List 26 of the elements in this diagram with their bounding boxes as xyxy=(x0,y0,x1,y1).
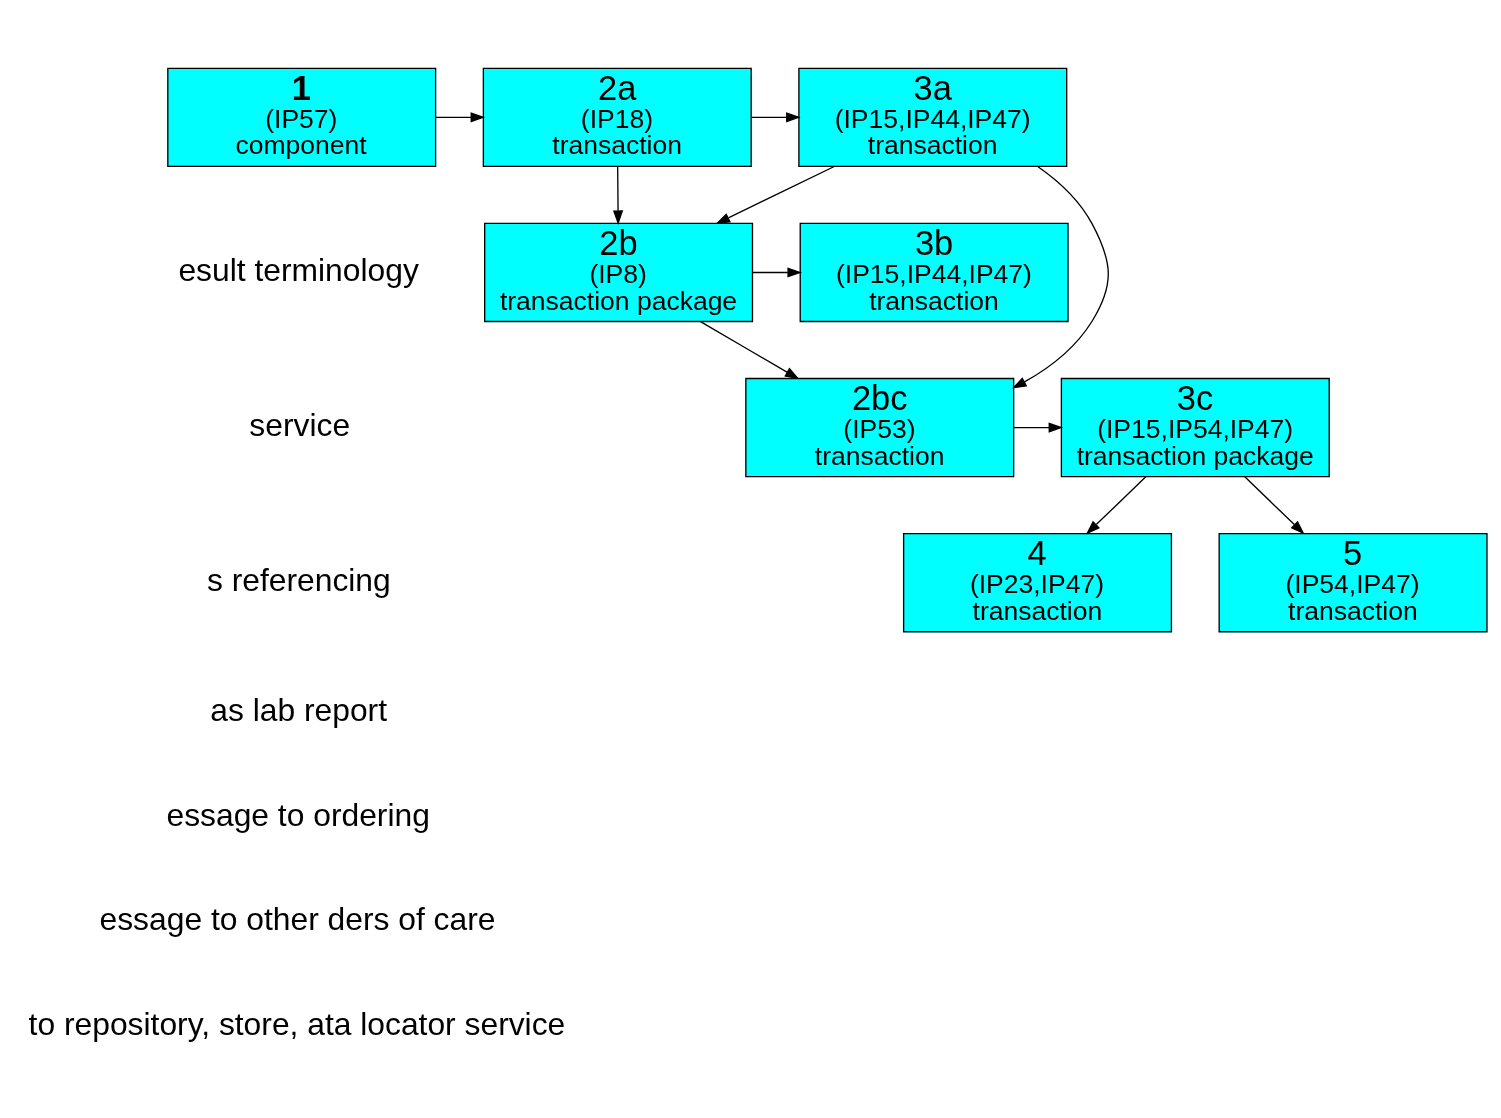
label: service xyxy=(249,406,351,443)
node-box: 2bc (IP53) transaction xyxy=(745,377,1015,477)
label: esult terminology xyxy=(178,251,419,288)
label: essage to ordering xyxy=(166,796,430,833)
arrow xyxy=(1013,421,1064,433)
node-box: 3b (IP15,IP44,IP47) transaction xyxy=(799,222,1069,322)
arrow xyxy=(1244,475,1305,535)
arrow xyxy=(752,266,802,278)
label: as lab report xyxy=(210,691,387,728)
arrow xyxy=(612,165,624,225)
node-box: 3a (IP15,IP44,IP47) transaction xyxy=(798,67,1068,167)
arrow xyxy=(750,111,801,122)
label: s referencing xyxy=(206,561,391,598)
arrow xyxy=(435,111,486,122)
node-box: 4 (IP23,IP47) transaction xyxy=(902,532,1173,632)
node-box: 2a (IP18) transaction xyxy=(482,67,752,167)
node-box: 3c (IP15,IP54,IP47) transaction package xyxy=(1060,377,1330,477)
arrow xyxy=(1011,165,1109,389)
node-box: 5 (IP54,IP47) transaction xyxy=(1218,532,1488,632)
node-box: 2b (IP8) transaction package xyxy=(484,222,754,322)
arrow xyxy=(715,165,835,224)
arrow xyxy=(699,320,800,379)
label: to repository, store, ata locator service xyxy=(28,1005,566,1042)
arrow xyxy=(1085,475,1147,535)
label: essage to other ders of care xyxy=(99,900,496,937)
node-box: 1 (IP57) component xyxy=(167,67,437,167)
